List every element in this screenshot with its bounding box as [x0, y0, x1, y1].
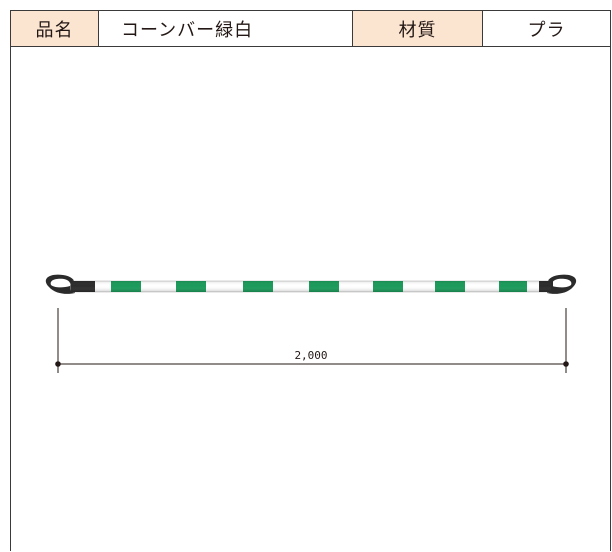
cone-bar-image	[45, 274, 577, 294]
left-end-hole	[50, 278, 71, 288]
spec-header-row: 品名 コーンバー緑白 材質 プラ	[11, 11, 610, 47]
material-value: プラ	[483, 11, 610, 46]
product-name-label: 品名	[11, 11, 99, 46]
right-end-hole	[551, 278, 572, 288]
right-dimension-dot	[563, 361, 569, 367]
left-dimension-dot	[55, 361, 61, 367]
bar-shading	[71, 281, 551, 292]
product-drawing: 2,000	[45, 274, 577, 373]
dimension-label: 2,000	[294, 349, 327, 362]
material-label: 材質	[353, 11, 483, 46]
dimension-line	[55, 308, 569, 373]
product-name-value: コーンバー緑白	[99, 11, 353, 46]
spec-sheet: 品名 コーンバー緑白 材質 プラ	[10, 10, 611, 551]
